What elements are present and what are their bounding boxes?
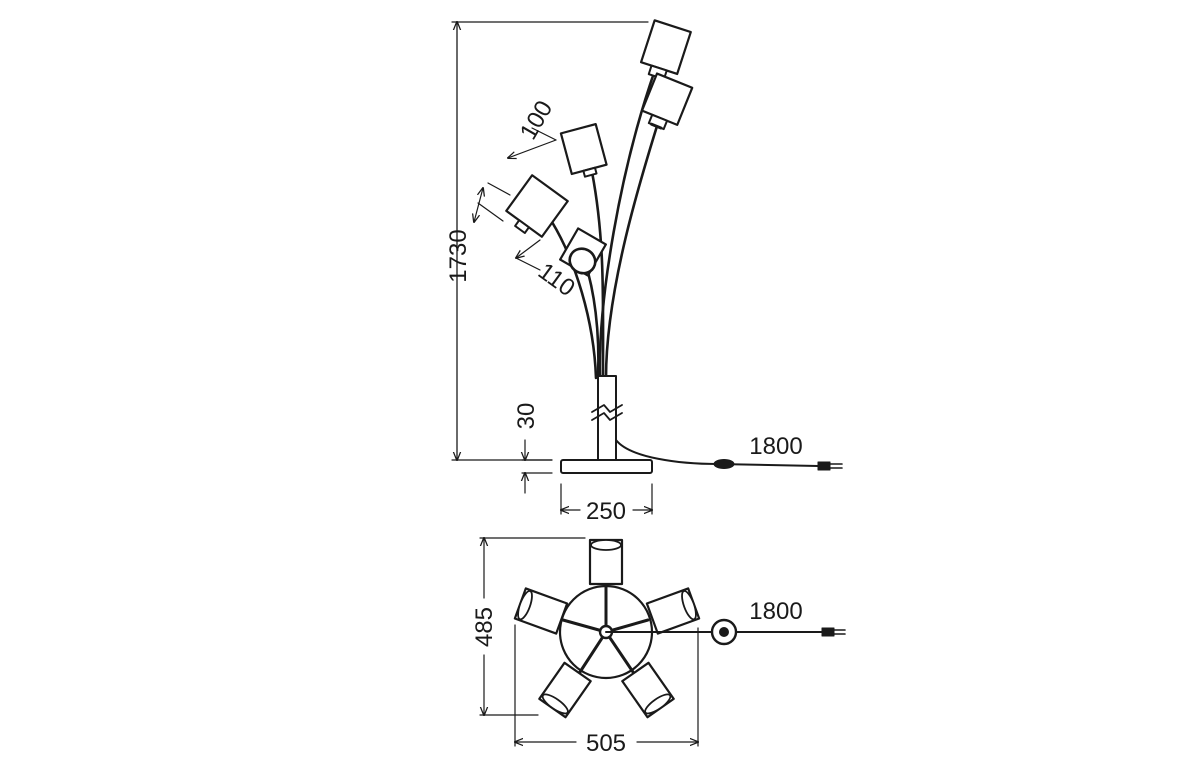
shade-top-view-1 [588,538,624,586]
label-height: 1730 [445,229,472,282]
footprint-depth-dimension [479,538,586,715]
top-view [479,538,846,747]
shade-top-2 [640,72,694,131]
label-cable-length-side: 1800 [749,433,802,460]
shade-dimensioned [505,174,569,238]
shade-top-view-4 [538,661,592,719]
label-base-diameter: 250 [586,498,626,525]
lamp-base-side [560,459,653,474]
shade-top-view-3 [645,587,701,635]
lamp-arms [550,68,664,380]
base-height-dimension [522,439,553,494]
label-cable-length-top: 1800 [749,598,802,625]
label-shade-length: 100 [515,96,558,144]
label-base-height: 30 [513,403,540,430]
shade-lower [559,227,607,277]
shade-middle [559,122,608,178]
footprint-width-dimension [515,624,698,747]
shade-diameter-dimension [474,182,541,271]
shade-length-dimension [508,127,557,158]
shade-top-view-2 [513,587,569,635]
side-view [451,19,843,515]
base-diameter-dimension [561,483,652,515]
shade-top-1 [639,19,692,81]
power-cable-top [605,618,846,646]
lamp-pole [591,375,623,461]
height-dimension [451,22,649,460]
label-footprint-width: 505 [586,730,626,757]
label-footprint-depth: 485 [471,607,498,647]
lamp-arms-top [561,584,650,674]
power-cable-side [615,439,843,471]
shade-top-view-5 [621,661,675,719]
